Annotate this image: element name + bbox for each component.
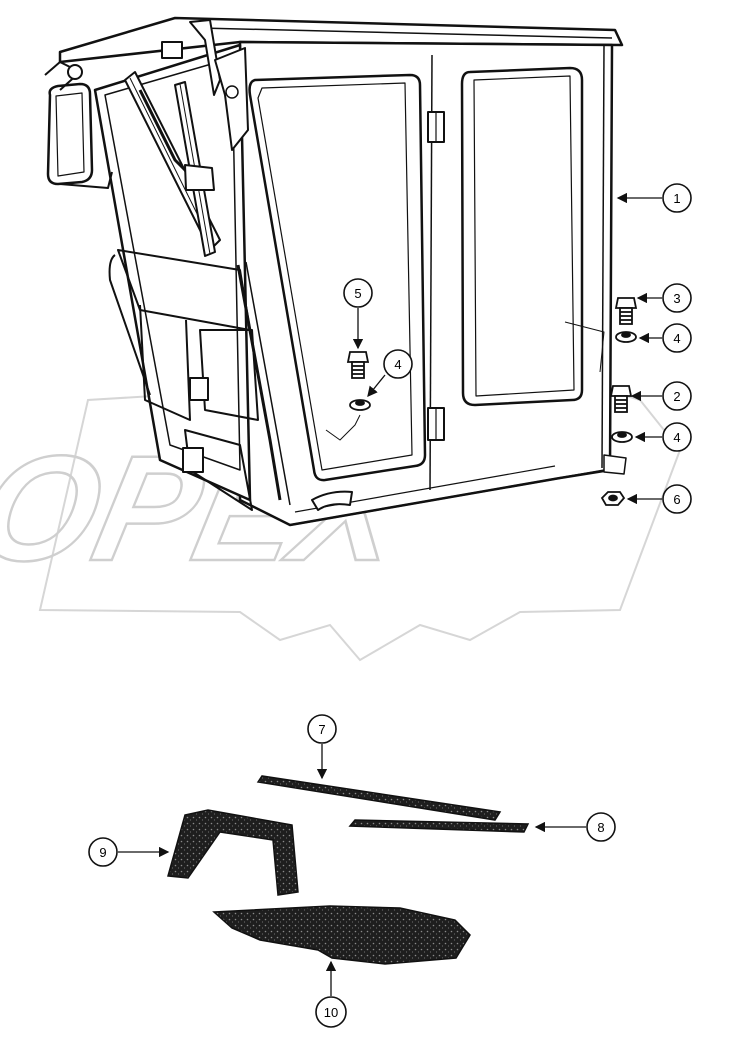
cab-frame bbox=[44, 16, 627, 527]
svg-text:9: 9 bbox=[99, 845, 106, 860]
callout-7: 7 bbox=[307, 714, 337, 744]
svg-text:5: 5 bbox=[354, 286, 361, 301]
svg-text:2: 2 bbox=[673, 389, 680, 404]
svg-text:4: 4 bbox=[673, 331, 680, 346]
callout-5: 5 bbox=[343, 278, 373, 308]
callout-leaders bbox=[118, 192, 662, 996]
bolt-item-5 bbox=[346, 351, 370, 379]
nut-item-6 bbox=[600, 491, 626, 506]
callout-9: 9 bbox=[88, 837, 118, 867]
svg-text:3: 3 bbox=[673, 291, 680, 306]
seal-frame-item-9 bbox=[167, 809, 299, 896]
callout-10: 10 bbox=[315, 996, 347, 1028]
svg-text:8: 8 bbox=[597, 820, 604, 835]
svg-text:10: 10 bbox=[324, 1005, 338, 1020]
seal-strip-item-8 bbox=[348, 819, 530, 833]
callout-3: 3 bbox=[662, 283, 692, 313]
svg-text:4: 4 bbox=[673, 430, 680, 445]
callout-8: 8 bbox=[586, 812, 616, 842]
svg-text:1: 1 bbox=[673, 191, 680, 206]
floor-mat-item-10 bbox=[212, 905, 471, 965]
callout-6: 6 bbox=[662, 484, 692, 514]
callout-1: 1 bbox=[662, 183, 692, 213]
svg-text:4: 4 bbox=[394, 357, 401, 372]
callout-2: 2 bbox=[662, 381, 692, 411]
callout-4c: 4 bbox=[383, 349, 413, 379]
washer-item-4b bbox=[611, 431, 633, 443]
washer-item-4c bbox=[349, 399, 371, 411]
bolt-item-2 bbox=[609, 385, 633, 413]
washer-item-4a bbox=[615, 331, 637, 343]
bolt-item-3 bbox=[614, 297, 638, 325]
seal-strip-item-7 bbox=[256, 775, 502, 821]
callout-4b: 4 bbox=[662, 422, 692, 452]
callout-4a: 4 bbox=[662, 323, 692, 353]
svg-text:7: 7 bbox=[318, 722, 325, 737]
svg-text:6: 6 bbox=[673, 492, 680, 507]
